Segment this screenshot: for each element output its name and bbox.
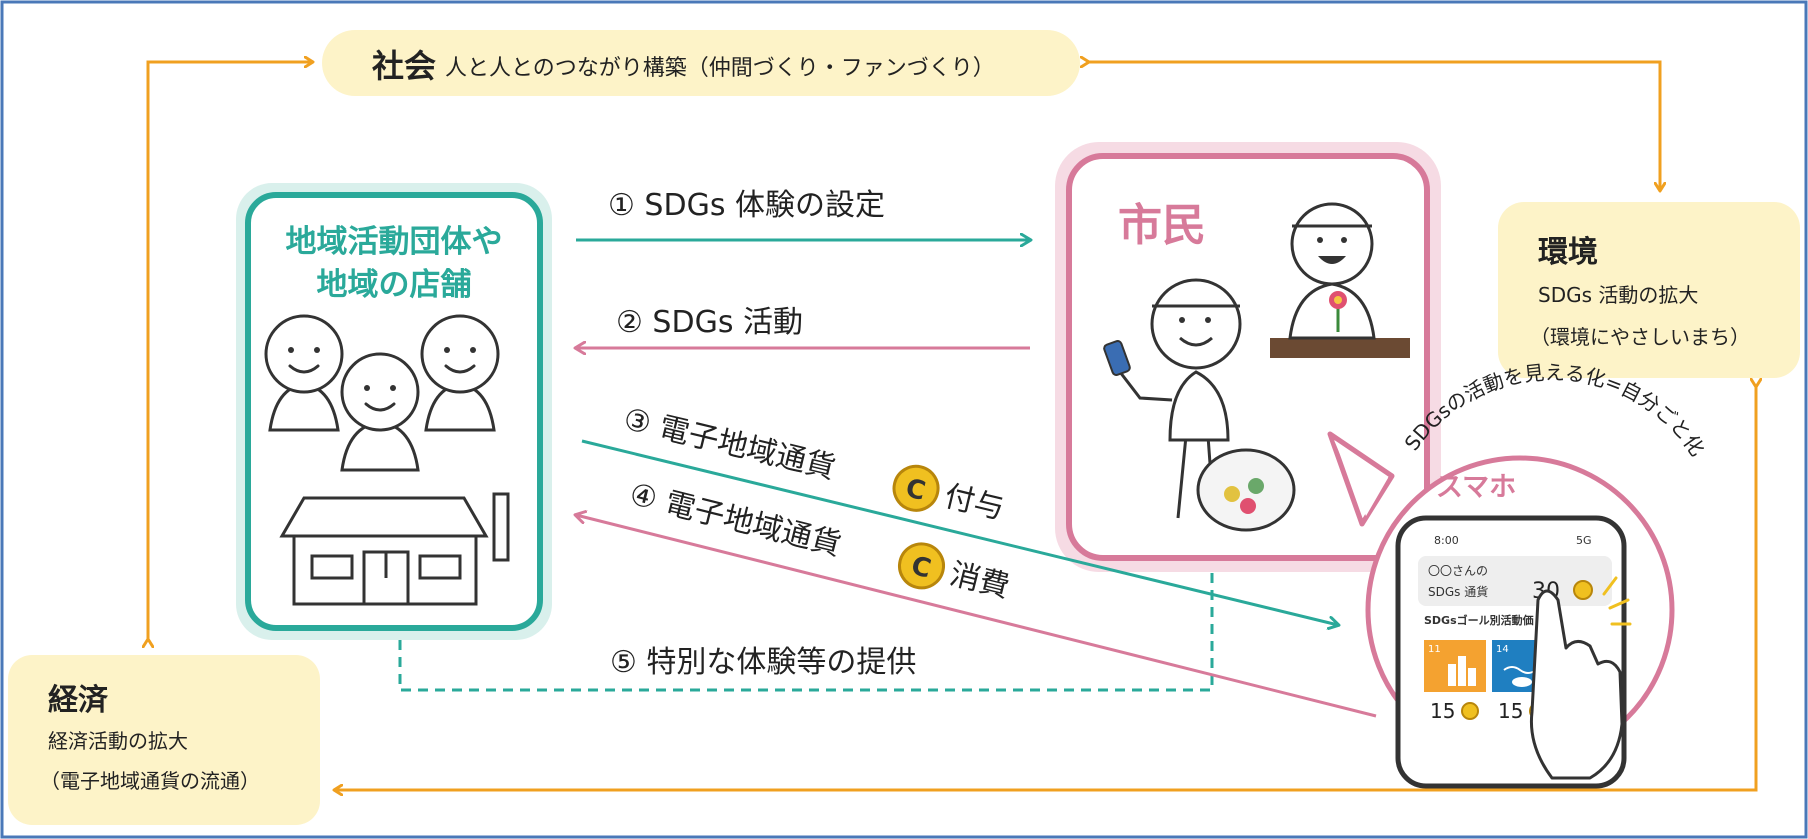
coin-icon bbox=[1573, 580, 1593, 600]
flow-2-label: ② SDGs 活動 bbox=[616, 305, 803, 340]
goal-14-value: 15 bbox=[1498, 699, 1523, 723]
phone-currency: SDGs 通貨 bbox=[1428, 584, 1488, 599]
environment-line2: （環境にやさしいまち） bbox=[1530, 325, 1750, 349]
phone-time: 8:00 bbox=[1434, 534, 1459, 547]
phone-signal: 5G bbox=[1576, 534, 1592, 547]
flow-5-arrow bbox=[398, 545, 1212, 692]
environment-title: 環境 bbox=[1538, 235, 1598, 270]
citizen-walker-illustration bbox=[1103, 278, 1296, 532]
society-title: 社会 bbox=[372, 47, 436, 85]
shop-illustration bbox=[279, 492, 510, 606]
goal-11-number: 11 bbox=[1428, 644, 1441, 655]
society-box: 社会 人と人とのつながり構築（仲間づくり・ファンづくり） bbox=[322, 30, 1080, 96]
cycle-arrow-society-to-environment bbox=[1088, 62, 1660, 190]
groups-line2: 地域の店舗 bbox=[317, 267, 472, 303]
flow-1-label: ① SDGs 体験の設定 bbox=[608, 188, 885, 223]
flow-4-arrow bbox=[576, 515, 1377, 718]
cycle-arrows bbox=[148, 62, 1756, 790]
coin-icon bbox=[1461, 702, 1479, 720]
hand-icon bbox=[1529, 589, 1624, 780]
economy-line2: （電子地域通貨の流通） bbox=[40, 769, 260, 793]
cycle-arrow-economy-to-society bbox=[148, 62, 312, 640]
flower-icon bbox=[1329, 291, 1347, 332]
coin-icon bbox=[892, 464, 940, 512]
coin-icon bbox=[898, 542, 946, 590]
goal-14-number: 14 bbox=[1496, 644, 1509, 655]
phone-section: SDGsゴール別活動価 bbox=[1424, 613, 1534, 627]
groups-line1: 地域活動団体や bbox=[286, 224, 503, 260]
flow-3-suffix: 付与 bbox=[941, 479, 1008, 527]
economy-title: 経済 bbox=[48, 683, 109, 718]
flow-3-arrow bbox=[581, 439, 1338, 625]
citizen-box: 市民 bbox=[1055, 142, 1441, 572]
phone-owner: 〇〇さんの bbox=[1428, 564, 1488, 578]
environment-box: 環境 SDGs 活動の拡大 （環境にやさしいまち） bbox=[1498, 202, 1800, 378]
smartphone-label: スマホ bbox=[1436, 472, 1516, 503]
society-text: 人と人とのつながり構築（仲間づくり・ファンづくり） bbox=[445, 56, 995, 81]
economy-box: 経済 経済活動の拡大 （電子地域通貨の流通） bbox=[8, 655, 320, 825]
environment-line1: SDGs 活動の拡大 bbox=[1538, 283, 1698, 307]
flow-3-label: ③ 電子地域通貨 bbox=[620, 402, 839, 487]
cycle-arrow-environment-to-economy bbox=[335, 386, 1756, 790]
smartphone-bubble: スマホ 8:00 5G 〇〇さんの SDGs 通貨 30 SDGsゴール別活動価… bbox=[1327, 431, 1675, 789]
flow-4-label: ④ 電子地域通貨 bbox=[626, 477, 844, 563]
flow-5-label: ⑤ 特別な体験等の提供 bbox=[610, 645, 916, 680]
gardener-illustration bbox=[1270, 202, 1410, 358]
people-illustration bbox=[264, 314, 500, 472]
citizen-label: 市民 bbox=[1118, 200, 1206, 251]
economy-line1: 経済活動の拡大 bbox=[48, 729, 188, 753]
flow-4-suffix: 消費 bbox=[946, 557, 1013, 605]
goal-11-value: 15 bbox=[1430, 699, 1455, 723]
local-groups-box: 地域活動団体や 地域の店舗 bbox=[236, 183, 552, 640]
